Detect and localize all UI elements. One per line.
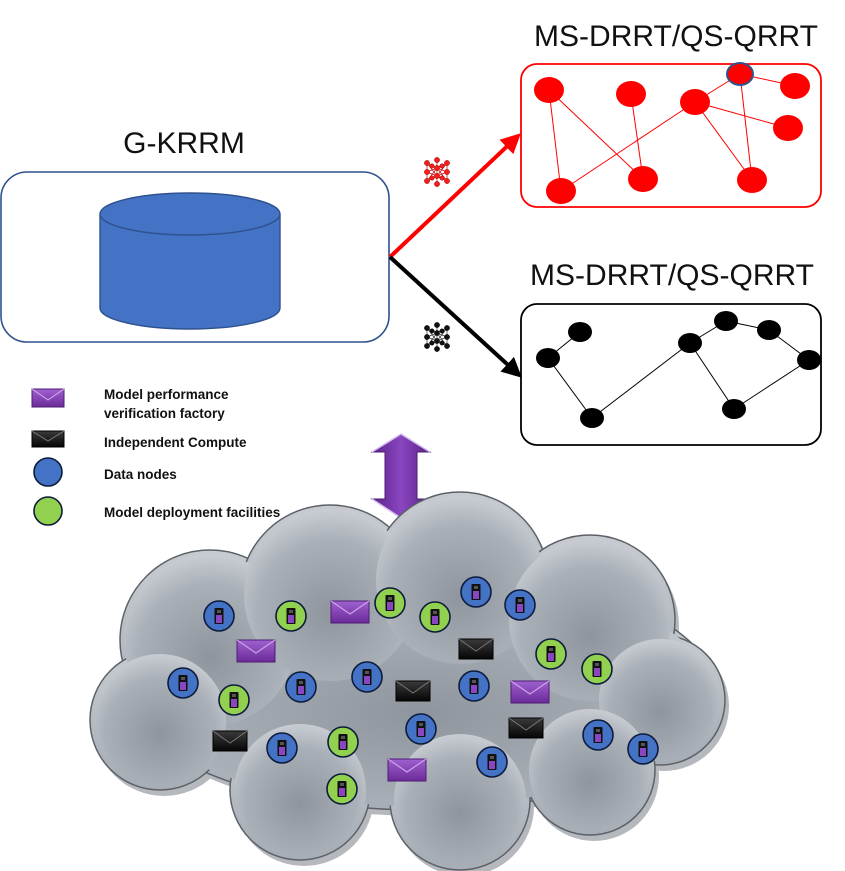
data-node-icon bbox=[168, 668, 198, 698]
blue-circle-icon bbox=[33, 457, 63, 487]
graph-node bbox=[546, 178, 576, 204]
verification-factory-icon bbox=[330, 600, 370, 624]
graph-node bbox=[678, 333, 702, 353]
purple-envelope-icon bbox=[31, 388, 65, 408]
deployment-facility-icon bbox=[276, 601, 306, 631]
graph-node bbox=[722, 399, 746, 419]
graph-node bbox=[714, 311, 738, 331]
verification-factory-icon bbox=[387, 758, 427, 782]
arrow-to-upper-graph bbox=[388, 133, 521, 259]
legend-label-compute: Independent Compute bbox=[104, 435, 247, 450]
data-node-icon bbox=[267, 733, 297, 763]
deployment-facility-icon bbox=[219, 685, 249, 715]
deployment-facility-icon bbox=[327, 774, 357, 804]
lower-graph-title: MS-DRRT/QS-QRRT bbox=[530, 259, 814, 292]
graph-node bbox=[780, 73, 810, 99]
arrow-to-lower-graph bbox=[388, 255, 522, 378]
neural-network-red-icon bbox=[424, 157, 450, 187]
upper-graph-panel bbox=[520, 62, 822, 208]
data-node-icon bbox=[459, 671, 489, 701]
legend-label-verification-line1: Model performance bbox=[104, 387, 229, 402]
data-node-icon bbox=[628, 734, 658, 764]
neural-network-black-icon bbox=[424, 322, 450, 352]
data-node-icon bbox=[286, 672, 316, 702]
graph-node bbox=[773, 115, 803, 141]
legend-label-verification-line2: verification factory bbox=[104, 406, 225, 421]
independent-compute-icon bbox=[212, 730, 248, 752]
graph-node bbox=[737, 167, 767, 193]
deployment-facility-icon bbox=[582, 654, 612, 684]
graph-node bbox=[616, 81, 646, 107]
graph-node bbox=[536, 348, 560, 368]
graph-node-highlighted bbox=[726, 62, 754, 86]
independent-compute-icon bbox=[458, 638, 494, 660]
data-node-icon bbox=[505, 590, 535, 620]
database-cylinder-icon bbox=[99, 192, 281, 330]
deployment-facility-icon bbox=[328, 727, 358, 757]
upper-graph-title: MS-DRRT/QS-QRRT bbox=[534, 20, 818, 53]
graph-node bbox=[628, 166, 658, 192]
black-envelope-icon bbox=[31, 430, 65, 448]
graph-node bbox=[757, 320, 781, 340]
graph-node bbox=[680, 89, 710, 115]
green-circle-icon bbox=[33, 496, 63, 526]
legend-label-data-nodes: Data nodes bbox=[104, 467, 177, 482]
data-node-icon bbox=[461, 577, 491, 607]
lower-graph-nodes bbox=[536, 311, 821, 428]
legend: Model performance verification factory I… bbox=[31, 387, 280, 526]
data-node-icon bbox=[204, 601, 234, 631]
deployment-facility-icon bbox=[420, 602, 450, 632]
verification-factory-icon bbox=[236, 639, 276, 663]
data-node-icon bbox=[352, 662, 382, 692]
repository-title: G-KRRM bbox=[123, 127, 245, 160]
independent-compute-icon bbox=[508, 717, 544, 739]
deployment-facility-icon bbox=[375, 588, 405, 618]
graph-node bbox=[534, 77, 564, 103]
graph-node bbox=[568, 322, 592, 342]
cloud-shape bbox=[89, 491, 729, 871]
verification-factory-icon bbox=[510, 680, 550, 704]
independent-compute-icon bbox=[395, 680, 431, 702]
data-node-icon bbox=[477, 747, 507, 777]
graph-node bbox=[580, 408, 604, 428]
legend-label-deployment: Model deployment facilities bbox=[104, 505, 280, 520]
data-node-icon bbox=[406, 714, 436, 744]
data-node-icon bbox=[583, 720, 613, 750]
graph-node bbox=[797, 350, 821, 370]
deployment-facility-icon bbox=[536, 639, 566, 669]
upper-graph-nodes bbox=[534, 62, 810, 204]
lower-graph-panel bbox=[520, 303, 822, 446]
